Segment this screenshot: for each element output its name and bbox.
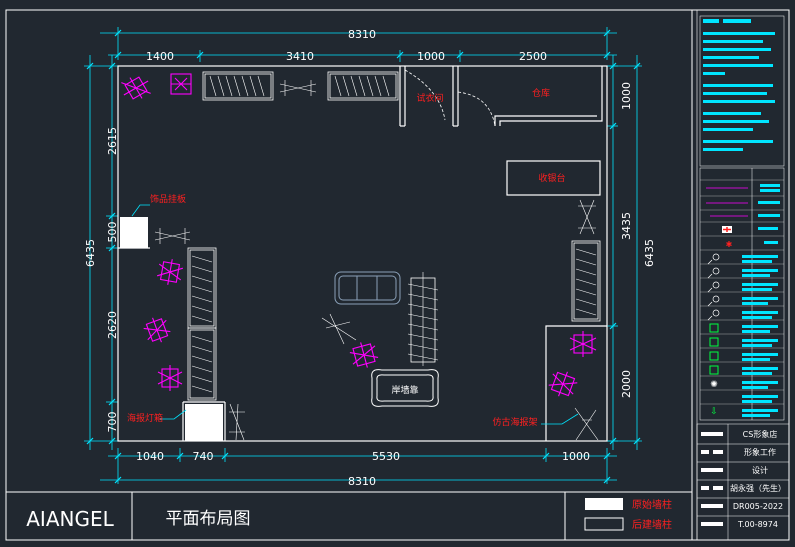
door-arcs — [404, 69, 496, 127]
label-ocean-light: 海报灯箱 — [127, 412, 163, 424]
info-drawing-number: DR005-2022 — [733, 502, 783, 511]
dim-bottom-seg-2: 740 — [193, 450, 214, 463]
wall-column-bottom — [185, 404, 223, 441]
legend-new-wall-label: 后建墙柱 — [632, 518, 672, 531]
dim-top-seg-4: 2500 — [519, 50, 547, 63]
label-warehouse: 仓库 — [532, 87, 550, 99]
svg-text:✺: ✺ — [710, 380, 718, 390]
side-panel: ✱ ✺ ⇩ — [696, 15, 790, 541]
drawing-title: 平面布局图 — [166, 509, 251, 529]
label-island: 岸墙靠 — [391, 384, 418, 396]
island-display — [371, 369, 439, 407]
info-designer: 胡永强（先生） — [730, 483, 786, 493]
dimension-lines — [84, 27, 642, 484]
clothing-racks — [187, 71, 601, 401]
dim-left-seg-2: 500 — [106, 222, 119, 243]
legend-new-wall-swatch — [584, 517, 624, 531]
info-stage: 设计 — [752, 465, 768, 475]
dim-left-total: 6435 — [84, 239, 97, 267]
dim-bottom-seg-1: 1040 — [136, 450, 164, 463]
mannequins — [121, 73, 597, 397]
wall-column-left — [120, 217, 148, 248]
svg-text:⇩: ⇩ — [710, 407, 718, 417]
label-fitting-room: 试衣间 — [416, 92, 443, 104]
dim-top-seg-1: 1400 — [146, 50, 174, 63]
walls — [117, 65, 608, 442]
info-project-type: 形象工作 — [744, 447, 776, 457]
dim-bottom-seg-4: 1000 — [562, 450, 590, 463]
dim-left-seg-1: 2615 — [106, 127, 119, 155]
dim-top-seg-2: 3410 — [286, 50, 314, 63]
legend-original-wall-label: 原始墙柱 — [632, 498, 672, 511]
sofa — [334, 271, 401, 305]
svg-text:✱: ✱ — [726, 240, 733, 249]
label-cashier: 收银台 — [538, 172, 565, 184]
dim-top-seg-3: 1000 — [417, 50, 445, 63]
dim-left-seg-3: 2620 — [106, 311, 119, 339]
legend-original-wall-swatch — [585, 498, 623, 510]
info-sheet-number: T.00-8974 — [737, 520, 778, 529]
dim-right-seg-2: 3435 — [620, 212, 633, 240]
brand-name: AIANGEL — [26, 507, 114, 531]
dim-right-seg-1: 1000 — [620, 82, 633, 110]
drawing-frame — [5, 9, 790, 541]
dim-right-total: 6435 — [643, 239, 656, 267]
dim-bottom-seg-3: 5530 — [372, 450, 400, 463]
dim-right-seg-3: 2000 — [620, 370, 633, 398]
dim-bottom-total: 8310 — [348, 475, 376, 488]
info-project-name: CS形象店 — [743, 429, 778, 439]
label-accessory-wall: 饰品挂板 — [150, 193, 186, 205]
dim-top-total: 8310 — [348, 28, 376, 41]
label-antique-shelf: 仿古海报架 — [492, 416, 537, 428]
dim-left-seg-4: 700 — [106, 412, 119, 433]
